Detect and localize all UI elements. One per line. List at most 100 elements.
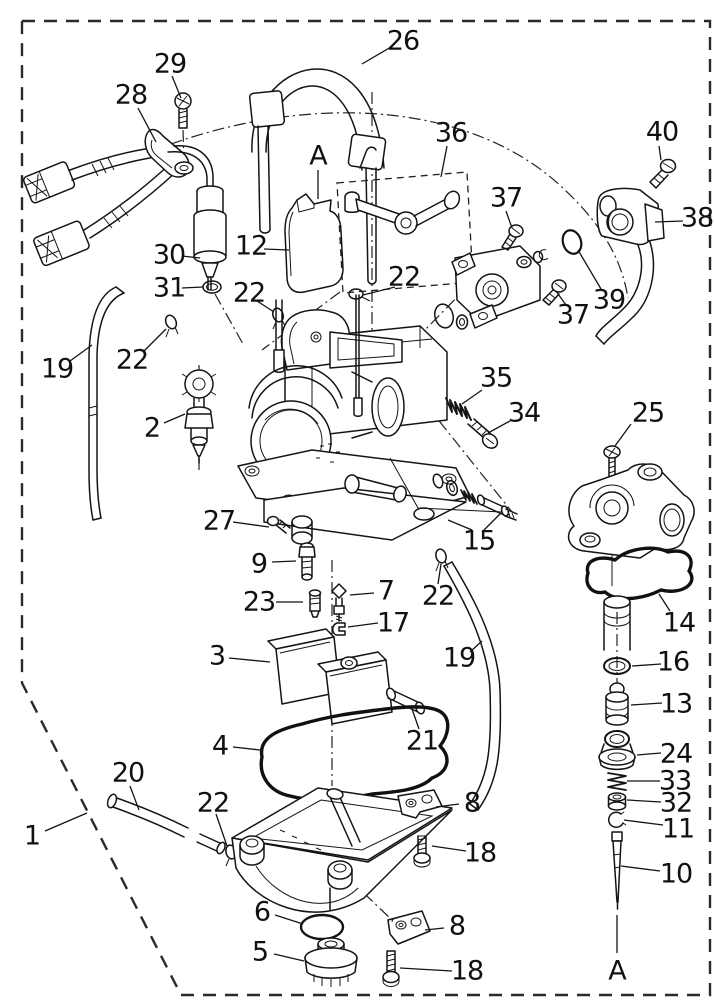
label-22-b: 22 bbox=[232, 277, 266, 309]
leader-line bbox=[164, 414, 185, 423]
label-2: 2 bbox=[143, 412, 161, 444]
leader-line bbox=[400, 968, 452, 971]
label-22-a: 22 bbox=[387, 261, 421, 293]
wire-harness-connectors bbox=[23, 147, 176, 267]
leader-line bbox=[257, 301, 274, 312]
label-A-top: A bbox=[309, 140, 328, 172]
label-31: 31 bbox=[152, 272, 186, 304]
leader-line bbox=[488, 421, 510, 433]
needle-valve-7 bbox=[332, 584, 346, 621]
label-26: 26 bbox=[386, 25, 420, 57]
label-36: 36 bbox=[434, 117, 468, 149]
label-20: 20 bbox=[111, 757, 145, 789]
label-10: 10 bbox=[659, 858, 693, 890]
label-6: 6 bbox=[253, 896, 271, 928]
sensor-joint-group bbox=[432, 246, 548, 330]
leader-line bbox=[624, 820, 663, 825]
label-15: 15 bbox=[462, 525, 496, 557]
needle-clip-11 bbox=[609, 812, 626, 827]
tps-sensor-25-group bbox=[569, 464, 695, 558]
label-35: 35 bbox=[479, 362, 513, 394]
leader-line bbox=[348, 623, 378, 627]
carburetor-body bbox=[238, 295, 470, 544]
drain-hose-20 bbox=[106, 793, 227, 855]
leader-line bbox=[233, 747, 260, 750]
screw-27 bbox=[268, 517, 291, 534]
needle-jet-13 bbox=[606, 683, 628, 725]
sensor-38 bbox=[596, 188, 664, 344]
label-27: 27 bbox=[202, 505, 236, 537]
leader-line bbox=[484, 514, 500, 530]
leader-line bbox=[659, 146, 661, 160]
leader-line bbox=[578, 250, 601, 289]
label-39: 39 bbox=[592, 284, 626, 316]
leader-line bbox=[70, 345, 92, 361]
label-14: 14 bbox=[662, 607, 696, 639]
leader-line bbox=[637, 753, 661, 755]
label-8-b: 8 bbox=[448, 910, 466, 942]
hardware-set-15 bbox=[390, 458, 517, 520]
label-18-b: 18 bbox=[450, 955, 484, 987]
label-17: 17 bbox=[376, 607, 410, 639]
leader-line bbox=[362, 47, 391, 64]
label-32: 32 bbox=[659, 787, 693, 819]
leader-line bbox=[264, 249, 289, 250]
label-28: 28 bbox=[114, 79, 148, 111]
leader-lines bbox=[45, 47, 683, 971]
o-ring-31 bbox=[203, 281, 221, 293]
leader-line bbox=[556, 291, 566, 305]
o-ring-16 bbox=[604, 658, 630, 674]
leader-line bbox=[272, 561, 296, 562]
leader-line bbox=[182, 256, 200, 258]
screw-18-upper bbox=[414, 836, 430, 867]
clamp-screw-29 bbox=[175, 93, 191, 128]
label-5: 5 bbox=[251, 936, 269, 968]
solenoid-30 bbox=[168, 146, 226, 290]
leader-line bbox=[138, 108, 156, 142]
leader-line bbox=[655, 221, 683, 222]
slide-tube bbox=[604, 596, 630, 650]
air-screw-2 bbox=[182, 365, 216, 463]
bracket-8-upper bbox=[398, 790, 442, 818]
clip-22-hose19 bbox=[434, 548, 448, 571]
leader-line bbox=[275, 915, 303, 924]
label-7: 7 bbox=[377, 575, 395, 607]
leader-line bbox=[438, 564, 441, 584]
leader-line bbox=[45, 813, 87, 831]
leader-line bbox=[436, 804, 459, 807]
vent-hose-19-left bbox=[89, 287, 124, 520]
label-3: 3 bbox=[208, 640, 226, 672]
label-1: 1 bbox=[23, 820, 41, 852]
label-21: 21 bbox=[405, 725, 439, 757]
leader-line bbox=[216, 814, 227, 846]
screw-40 bbox=[650, 160, 676, 189]
jet-needle-10 bbox=[612, 832, 622, 909]
leader-line bbox=[130, 786, 139, 810]
label-40: 40 bbox=[645, 116, 679, 148]
o-ring-39 bbox=[560, 228, 585, 256]
o-ring-6 bbox=[301, 915, 343, 939]
vent-hose-19-right bbox=[444, 562, 500, 810]
label-4: 4 bbox=[211, 730, 229, 762]
leader-line bbox=[462, 390, 482, 404]
leader-line bbox=[412, 709, 419, 729]
float-3 bbox=[268, 629, 392, 724]
leader-line bbox=[621, 866, 660, 871]
leader-line bbox=[615, 424, 631, 446]
tps-gasket-14 bbox=[587, 548, 692, 598]
label-25: 25 bbox=[631, 397, 665, 429]
label-22-e: 22 bbox=[196, 787, 230, 819]
pilot-jet-23 bbox=[310, 590, 321, 617]
label-12: 12 bbox=[234, 230, 268, 262]
label-29: 29 bbox=[153, 48, 187, 80]
leader-line bbox=[441, 146, 447, 177]
leader-line bbox=[143, 329, 166, 352]
clip-22-bowlside bbox=[271, 307, 285, 329]
label-22-d: 22 bbox=[421, 580, 455, 612]
leader-line bbox=[350, 593, 374, 595]
drain-plug-5 bbox=[305, 938, 357, 987]
label-24: 24 bbox=[659, 738, 693, 770]
label-37-a: 37 bbox=[489, 182, 523, 214]
screw-37-lower bbox=[543, 280, 566, 305]
